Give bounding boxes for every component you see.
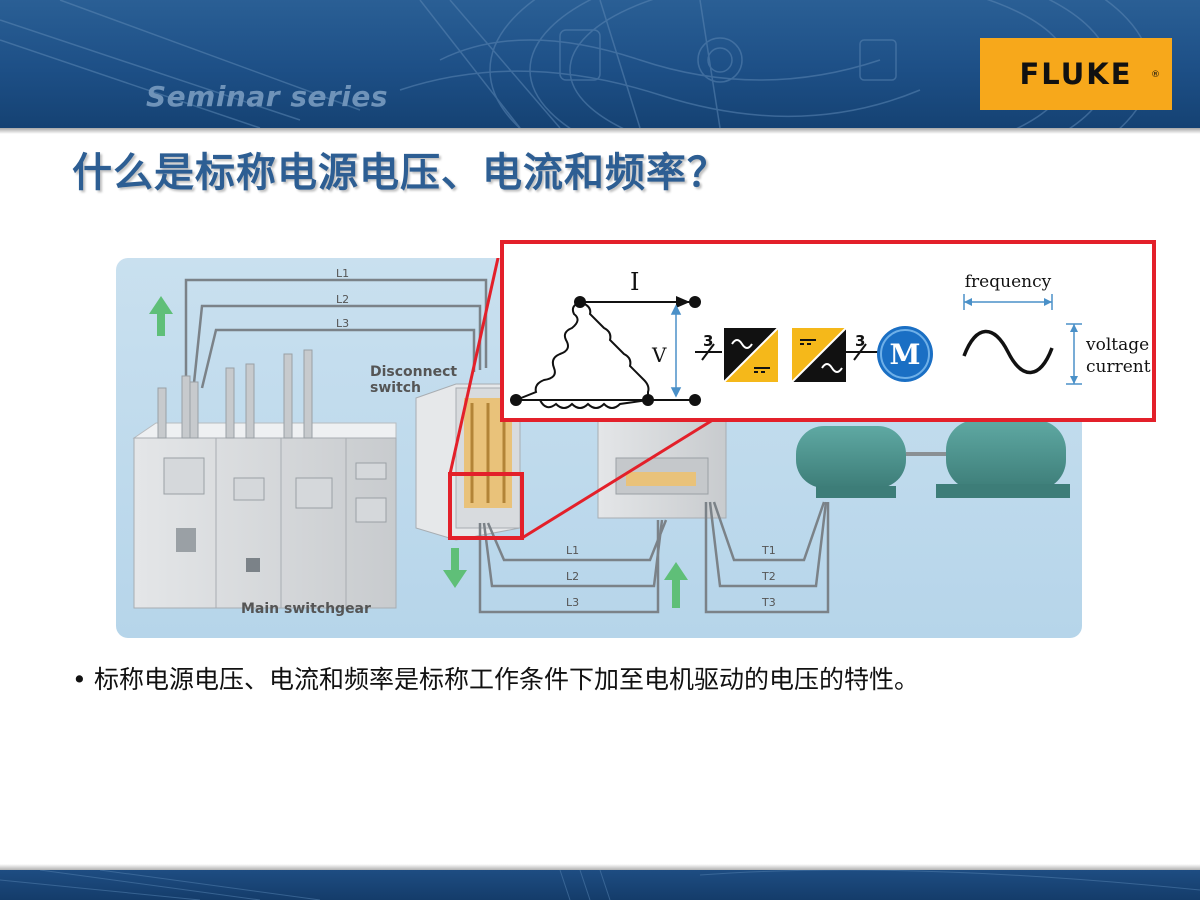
line-label-t1: T1 bbox=[761, 544, 776, 557]
main-switchgear bbox=[132, 349, 397, 609]
line-label-l1-top: L1 bbox=[336, 267, 349, 280]
drive-cabinet bbox=[597, 417, 727, 519]
footer-decoration bbox=[0, 870, 1200, 900]
voltage-current-frequency-inset: I V 3 3 M frequency bbox=[500, 240, 1156, 422]
fluke-logo: FLUKE ® bbox=[980, 38, 1172, 110]
sine-wave bbox=[962, 329, 1054, 375]
logo-text: FLUKE bbox=[1019, 57, 1133, 91]
motor-symbol: M bbox=[890, 338, 921, 371]
line-label-t3: T3 bbox=[761, 596, 776, 609]
rectifier-icon bbox=[723, 327, 779, 383]
current-symbol: I bbox=[630, 268, 639, 296]
highlight-box bbox=[448, 472, 524, 540]
bottom-wiring-left bbox=[478, 519, 668, 614]
motor-icon bbox=[877, 326, 933, 382]
header-banner: Seminar series FLUKE ® bbox=[0, 0, 1200, 128]
callout-line-top bbox=[448, 258, 500, 475]
green-up-arrow-right bbox=[664, 562, 688, 608]
slide-title: 什么是标称电源电压、电流和频率？ bbox=[72, 149, 728, 196]
green-down-arrow bbox=[443, 548, 467, 588]
delta-winding-diagram bbox=[510, 296, 701, 409]
line-label-l3-top: L3 bbox=[336, 317, 349, 330]
bullet-point: •标称电源电压、电流和频率是标称工作条件下加至电机驱动的电压的特性。 bbox=[72, 660, 919, 696]
disconnect-label-1: Disconnect bbox=[370, 364, 457, 380]
phase-tick-2 bbox=[853, 343, 867, 361]
green-up-arrow-left bbox=[149, 296, 173, 336]
phase-count-1: 3 bbox=[703, 332, 713, 350]
line-label-l1-bottom: L1 bbox=[566, 544, 579, 557]
bullet-text: 标称电源电压、电流和频率是标称工作条件下加至电机驱动的电压的特性。 bbox=[94, 665, 920, 694]
line-label-l2-top: L2 bbox=[336, 293, 349, 306]
bottom-wiring-right bbox=[704, 501, 830, 614]
amplitude-dimension-arrow bbox=[1066, 323, 1082, 385]
inverter-icon bbox=[791, 327, 847, 383]
line-label-l3-bottom: L3 bbox=[566, 596, 579, 609]
phase-count-2: 3 bbox=[855, 332, 865, 350]
current-label: current bbox=[1086, 357, 1151, 377]
voltage-label: voltage bbox=[1085, 335, 1149, 355]
motor-left bbox=[796, 426, 946, 498]
line-label-l2-bottom: L2 bbox=[566, 570, 579, 583]
frequency-dimension-arrow bbox=[963, 294, 1053, 310]
footer-banner bbox=[0, 870, 1200, 900]
line-label-t2: T2 bbox=[761, 570, 776, 583]
motor-right bbox=[936, 420, 1070, 498]
footer-shadow bbox=[0, 864, 1200, 870]
header-shadow bbox=[0, 128, 1200, 134]
switchgear-label: Main switchgear bbox=[241, 601, 371, 617]
phase-tick-1 bbox=[701, 343, 715, 361]
registered-mark: ® bbox=[1151, 70, 1160, 80]
seminar-series-label: Seminar series bbox=[146, 80, 389, 113]
callout-line-bottom bbox=[521, 416, 717, 540]
voltage-symbol: V bbox=[651, 343, 667, 367]
frequency-label: frequency bbox=[965, 272, 1052, 292]
disconnect-label-2: switch bbox=[370, 380, 421, 396]
bullet-marker: • bbox=[72, 665, 87, 694]
